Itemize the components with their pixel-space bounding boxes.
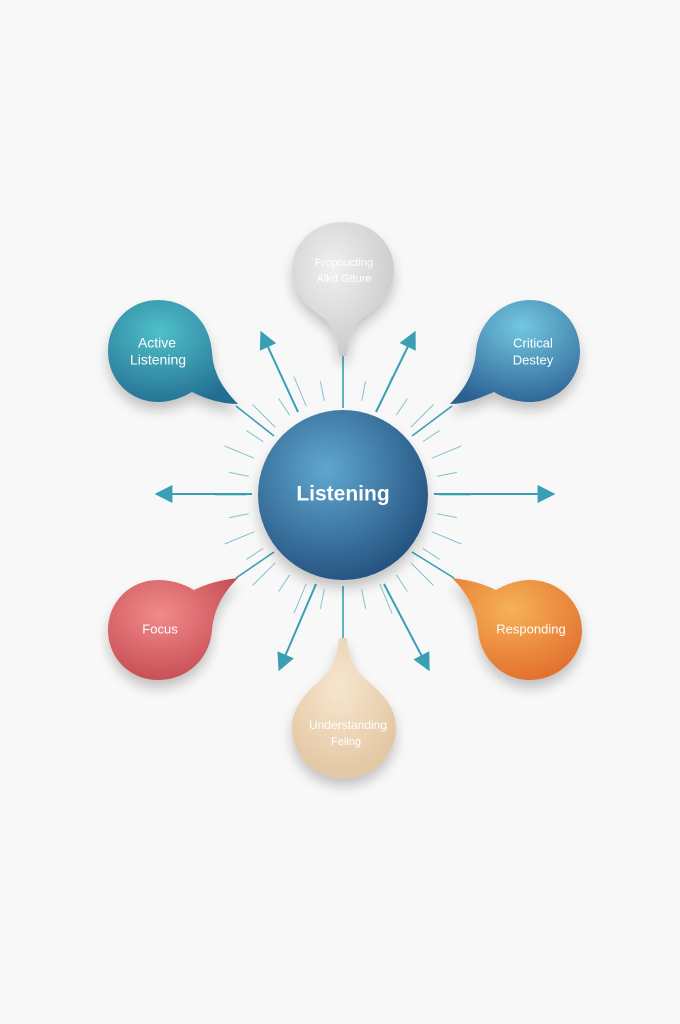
ray-line xyxy=(278,398,291,416)
ray-line xyxy=(229,513,249,519)
ray-line xyxy=(395,398,408,416)
ray-line xyxy=(278,574,291,592)
ray-line xyxy=(379,583,393,614)
node-top-line-2: Alkd Gtture xyxy=(316,273,371,285)
bubble-bottom xyxy=(292,638,396,778)
node-bottom-line-1: Understanding xyxy=(309,718,387,732)
bubble-top xyxy=(292,222,394,356)
connector-top-right xyxy=(411,405,453,437)
ray-line xyxy=(361,381,367,401)
center-node xyxy=(258,410,428,580)
ray-line xyxy=(319,589,325,609)
bubble-bottom-right xyxy=(452,578,582,680)
node-top-right-line-2: Destey xyxy=(513,352,554,367)
bubble-top-left xyxy=(108,300,238,404)
node-top-line-1: Fropoucting xyxy=(315,257,373,269)
center-circle xyxy=(258,410,428,580)
ray-line xyxy=(252,404,276,428)
ray-line xyxy=(252,562,276,586)
arrow-down-left xyxy=(277,583,317,672)
ray-line xyxy=(395,574,408,592)
ray-line xyxy=(361,589,367,609)
ray-line xyxy=(431,531,462,545)
node-bottom xyxy=(292,638,396,778)
ray-line xyxy=(410,562,434,586)
ray-line xyxy=(437,471,457,477)
connectors xyxy=(235,356,455,638)
node-top-left xyxy=(108,300,238,404)
ray-line xyxy=(319,381,325,401)
center-label: Listening xyxy=(296,483,389,506)
arrow-down-right xyxy=(383,583,430,672)
node-bottom-left-line-1: Focus xyxy=(142,621,178,636)
ray-line xyxy=(246,430,264,443)
ray-line xyxy=(422,430,440,443)
arrow-up-right xyxy=(375,330,416,413)
ray-line xyxy=(246,547,264,560)
node-top-right-line-1: Critical xyxy=(513,335,553,350)
bubble-top-right xyxy=(450,300,580,404)
bubble-bottom-left xyxy=(108,578,238,680)
node-bottom-left xyxy=(108,578,238,680)
ray-line xyxy=(224,531,255,545)
node-top xyxy=(292,222,394,356)
ray-line xyxy=(293,376,307,407)
ray-line xyxy=(437,513,457,519)
connector-bottom-left xyxy=(235,551,275,579)
ray-line xyxy=(229,471,249,477)
ray-line xyxy=(410,404,434,428)
ray-line xyxy=(431,445,462,459)
ray-line xyxy=(293,583,307,614)
node-bottom-right-line-1: Responding xyxy=(496,621,565,636)
arrow-up-left xyxy=(259,330,299,413)
ray-line xyxy=(224,445,255,459)
node-top-right xyxy=(450,300,580,404)
connector-bottom-right xyxy=(411,551,455,579)
node-bottom-line-2: Feling xyxy=(331,736,361,748)
ray-line xyxy=(422,547,440,560)
node-top-left-line-2: Listening xyxy=(130,352,186,368)
node-bottom-right xyxy=(452,578,582,680)
node-top-left-line-1: Active xyxy=(138,335,176,351)
arrows xyxy=(154,330,556,672)
connector-top-left xyxy=(235,405,275,437)
